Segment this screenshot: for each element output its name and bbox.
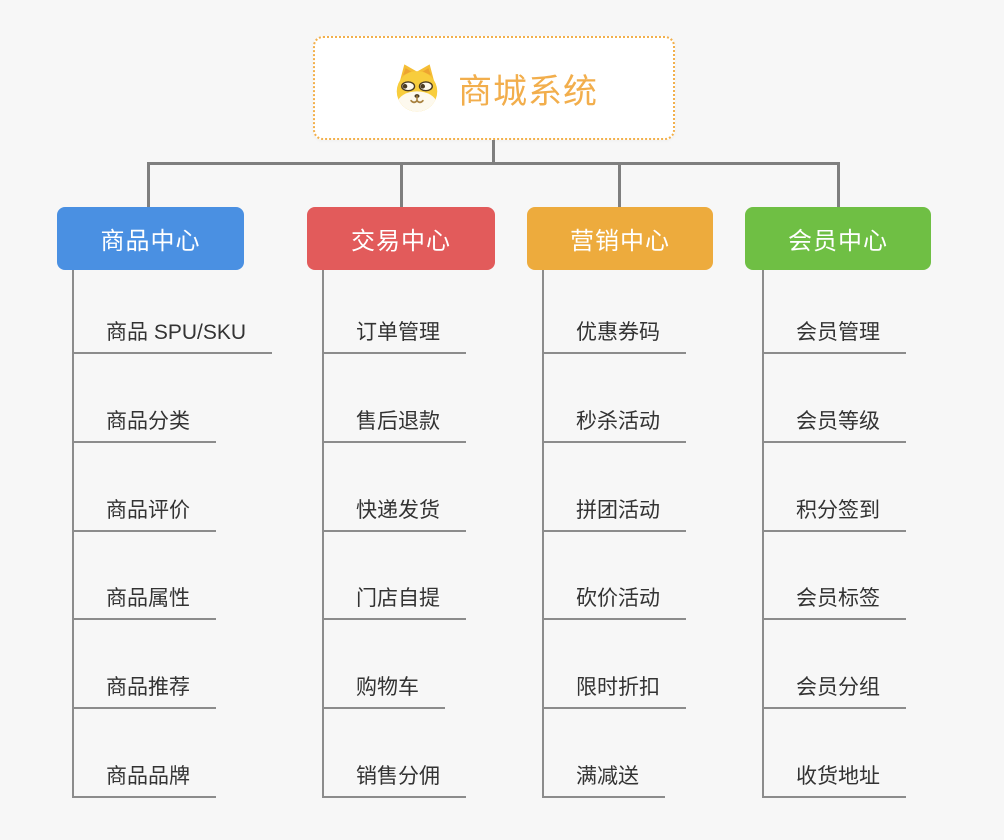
dog-face-icon (390, 61, 444, 115)
root-node-mall-system[interactable]: 商城系统 (313, 36, 675, 140)
topic-item[interactable]: 门店自提 (322, 532, 466, 621)
topic-item[interactable]: 订单管理 (322, 270, 466, 354)
topic-item[interactable]: 限时折扣 (542, 620, 686, 710)
topic-column-marketing: 优惠券码 秒杀活动 拼团活动 砍价活动 限时折扣 满减送 (542, 270, 686, 798)
topic-column-trade: 订单管理 售后退款 快递发货 门店自提 购物车 销售分佣 (322, 270, 466, 798)
topic-item[interactable]: 收货地址 (762, 709, 906, 798)
topic-column-product: 商品 SPU/SKU 商品分类 商品评价 商品属性 商品推荐 商品品牌 (72, 270, 273, 798)
branch-node-product-center[interactable]: 商品中心 (57, 207, 244, 270)
branch-node-member-center[interactable]: 会员中心 (745, 207, 931, 270)
connector-bus (147, 162, 840, 165)
topic-item[interactable]: 商品分类 (72, 354, 216, 443)
topic-item[interactable]: 会员管理 (762, 270, 906, 354)
connector-drop-2 (400, 162, 403, 208)
topic-item[interactable]: 拼团活动 (542, 443, 686, 532)
topic-column-member: 会员管理 会员等级 积分签到 会员标签 会员分组 收货地址 (762, 270, 906, 798)
topic-item[interactable]: 积分签到 (762, 443, 906, 532)
topic-item[interactable]: 商品属性 (72, 532, 216, 621)
topic-item[interactable]: 满减送 (542, 709, 665, 798)
topic-item[interactable]: 商品推荐 (72, 620, 216, 710)
root-title: 商城系统 (458, 72, 598, 111)
topic-item[interactable]: 商品 SPU/SKU (72, 270, 273, 354)
topic-item[interactable]: 商品品牌 (72, 709, 216, 798)
topic-item[interactable]: 售后退款 (322, 354, 466, 443)
topic-item[interactable]: 销售分佣 (322, 709, 466, 798)
topic-item[interactable]: 购物车 (322, 620, 445, 710)
topic-item[interactable]: 秒杀活动 (542, 354, 686, 443)
topic-item[interactable]: 商品评价 (72, 443, 216, 532)
topic-item[interactable]: 砍价活动 (542, 532, 686, 621)
topic-item[interactable]: 会员分组 (762, 620, 906, 710)
topic-item[interactable]: 快递发货 (322, 443, 466, 532)
connector-root-stem (492, 140, 495, 164)
branch-node-marketing-center[interactable]: 营销中心 (527, 207, 713, 270)
branch-node-trade-center[interactable]: 交易中心 (307, 207, 495, 270)
connector-drop-4 (837, 162, 840, 208)
connector-drop-1 (147, 162, 150, 208)
connector-drop-3 (618, 162, 621, 208)
topic-item[interactable]: 优惠券码 (542, 270, 686, 354)
topic-item[interactable]: 会员标签 (762, 532, 906, 621)
topic-item[interactable]: 会员等级 (762, 354, 906, 443)
